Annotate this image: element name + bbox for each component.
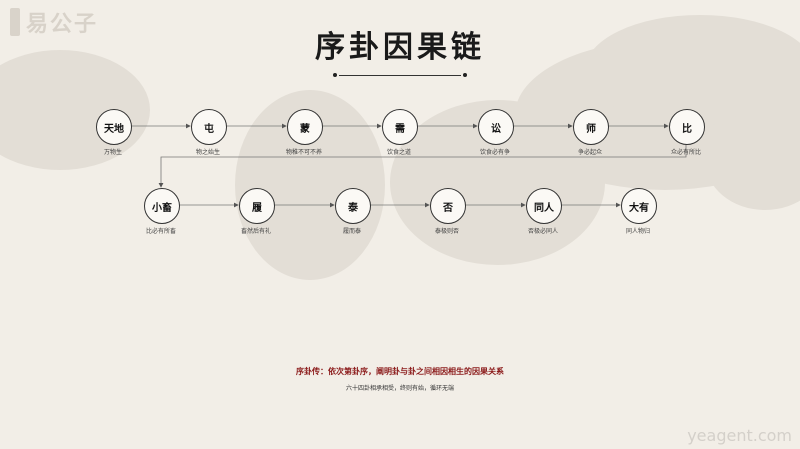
brand-logo: 易公子	[10, 6, 98, 38]
hexagram-caption: 畜然后有礼	[240, 228, 271, 235]
hexagram-node: 否	[430, 188, 466, 224]
hexagram-node: 泰	[335, 188, 371, 224]
hexagram-node: 小畜	[144, 188, 180, 224]
page-title: 序卦因果链	[315, 30, 485, 65]
hexagram-caption: 众必有所比	[670, 149, 701, 156]
hexagram-node: 比	[669, 109, 705, 145]
hexagram-caption: 物之始生	[195, 149, 220, 156]
ink-blob-far-right	[705, 110, 800, 210]
hexagram-caption: 饮食之道	[386, 149, 411, 156]
ink-blob-top-right	[585, 15, 800, 125]
hexagram-caption: 物稚不可不养	[285, 149, 322, 156]
footer-subnote: 六十四卦相承相受，终则有始，循环无端	[345, 385, 454, 392]
hexagram-caption: 同人物归	[625, 228, 650, 235]
ink-blob-left	[0, 50, 150, 170]
logo-text: 易公子	[26, 11, 99, 37]
hexagram-node: 大有	[621, 188, 657, 224]
hexagram-node: 屯	[191, 109, 227, 145]
hexagram-caption: 否极必同人	[527, 228, 558, 235]
hexagram-node: 讼	[478, 109, 514, 145]
hexagram-node: 天地	[96, 109, 132, 145]
hexagram-node: 蒙	[287, 109, 323, 145]
hexagram-node: 需	[382, 109, 418, 145]
watermark: yeagent.com	[687, 426, 792, 445]
seal-icon	[10, 8, 20, 36]
hexagram-caption: 泰极则否	[434, 228, 459, 235]
hexagram-node: 同人	[526, 188, 562, 224]
title-divider	[333, 73, 467, 77]
hexagram-caption: 万物生	[103, 149, 122, 156]
hexagram-node: 履	[239, 188, 275, 224]
hexagram-caption: 争必起众	[577, 149, 602, 156]
footer-note: 序卦传：依次第卦序，阐明卦与卦之间相因相生的因果关系	[296, 366, 504, 376]
wrap-connector	[158, 143, 687, 188]
hexagram-node: 师	[573, 109, 609, 145]
hexagram-caption: 比必有所畜	[145, 228, 176, 235]
hexagram-caption: 履而泰	[342, 228, 361, 235]
hexagram-caption: 饮食必有争	[479, 149, 510, 156]
